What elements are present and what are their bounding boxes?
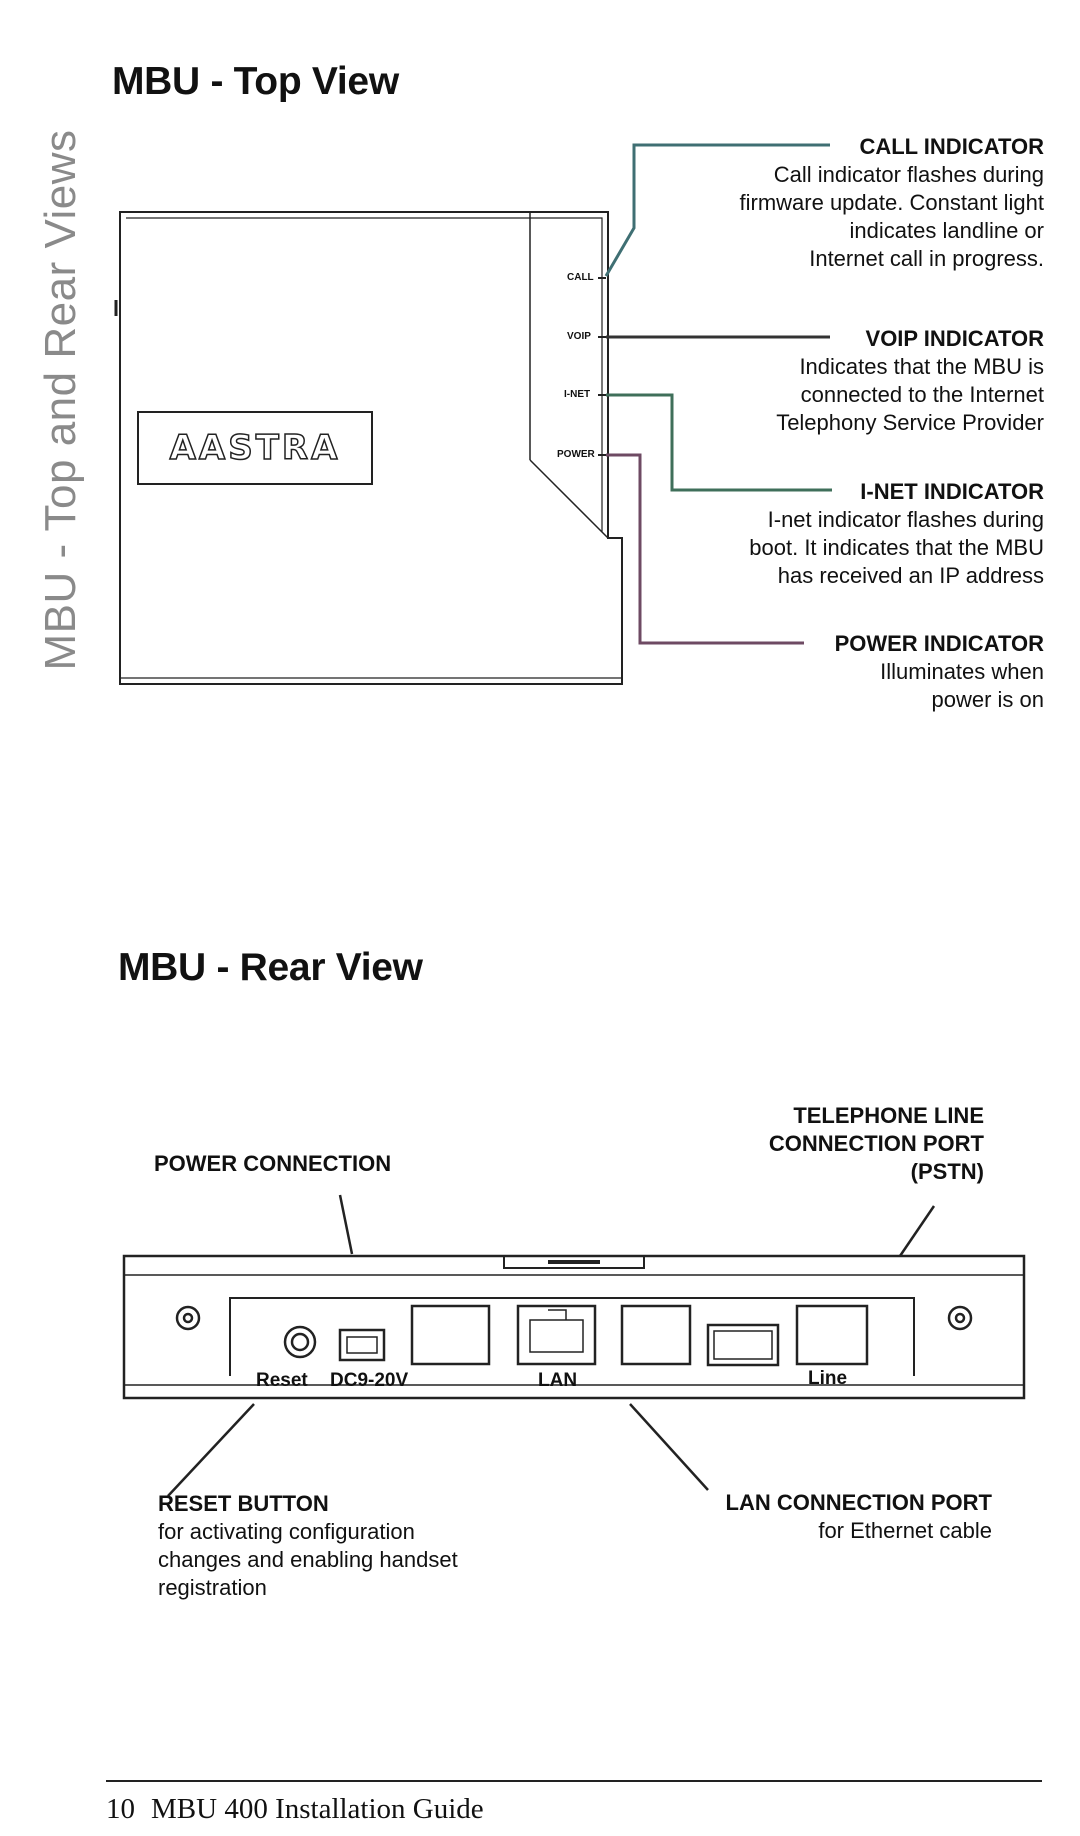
rear-view-device xyxy=(122,1254,1026,1400)
led-label-voip: VOIP xyxy=(567,331,591,342)
call-leader-line xyxy=(604,143,830,277)
lan-port-heading: LAN CONNECTION PORT xyxy=(725,1490,992,1515)
voip-indicator-line: Telephony Service Provider xyxy=(776,410,1044,435)
port-label-lan: LAN xyxy=(538,1370,578,1391)
led-label-inet: I-NET xyxy=(564,389,591,400)
call-indicator-line: Internet call in progress. xyxy=(809,246,1044,271)
reset-button-line: for activating configuration xyxy=(158,1519,415,1544)
telephone-line-callout: TELEPHONE LINE CONNECTION PORT (PSTN) xyxy=(624,1102,984,1186)
aastra-logo: AASTRA xyxy=(138,412,372,484)
page-footer: 10 MBU 400 Installation Guide xyxy=(106,1793,484,1826)
power-indicator-heading: POWER INDICATOR xyxy=(834,631,1044,656)
inet-leader-line xyxy=(606,393,832,492)
power-indicator-callout: POWER INDICATOR Illuminates when power i… xyxy=(604,630,1044,714)
power-indicator-line: power is on xyxy=(931,687,1044,712)
telephone-leader xyxy=(898,1205,936,1257)
lan-leader xyxy=(629,1403,709,1491)
inet-indicator-line: has received an IP address xyxy=(777,563,1044,588)
power-indicator-line: Illuminates when xyxy=(880,659,1044,684)
power-connection-leader xyxy=(338,1194,354,1255)
voip-indicator-line: connected to the Internet xyxy=(800,382,1044,407)
voip-indicator-callout: VOIP INDICATOR Indicates that the MBU is… xyxy=(604,325,1044,437)
reset-leader xyxy=(167,1403,255,1497)
telephone-line-heading: (PSTN) xyxy=(910,1159,984,1184)
power-leader-line xyxy=(606,453,804,645)
reset-button-line: changes and enabling handset xyxy=(158,1547,458,1572)
power-connection-heading: POWER CONNECTION xyxy=(154,1151,392,1176)
reset-button-line: registration xyxy=(158,1575,267,1600)
voip-indicator-heading: VOIP INDICATOR xyxy=(865,326,1044,351)
telephone-line-heading: CONNECTION PORT xyxy=(768,1131,984,1156)
inet-indicator-callout: I-NET INDICATOR I-net indicator flashes … xyxy=(604,478,1044,590)
lan-port-line: for Ethernet cable xyxy=(818,1518,992,1543)
top-view-device xyxy=(114,211,623,685)
led-markers xyxy=(598,277,606,456)
call-indicator-callout: CALL INDICATOR Call indicator flashes du… xyxy=(604,133,1045,273)
footer-rule xyxy=(106,1780,1042,1782)
port-label-reset: Reset xyxy=(256,1370,308,1391)
call-indicator-line: firmware update. Constant light xyxy=(739,190,1045,215)
aastra-logo-text: AASTRA xyxy=(169,427,341,469)
call-indicator-line: indicates landline or xyxy=(849,218,1044,243)
reset-button-callout: RESET BUTTON for activating configuratio… xyxy=(158,1490,518,1602)
top-view-title: MBU - Top View xyxy=(112,60,399,103)
inet-indicator-line: I-net indicator flashes during xyxy=(767,507,1044,532)
guide-title: MBU 400 Installation Guide xyxy=(151,1793,484,1825)
telephone-line-heading: TELEPHONE LINE xyxy=(793,1103,984,1128)
voip-indicator-line: Indicates that the MBU is xyxy=(799,354,1044,379)
rear-view-title: MBU - Rear View xyxy=(118,946,423,989)
led-label-call: CALL xyxy=(567,272,594,283)
call-indicator-line: Call indicator flashes during xyxy=(773,162,1044,187)
lan-port-callout: LAN CONNECTION PORT for Ethernet cable xyxy=(632,1489,992,1545)
port-label-line: Line xyxy=(808,1368,848,1389)
reset-button-heading: RESET BUTTON xyxy=(158,1491,329,1516)
power-connection-callout: POWER CONNECTION xyxy=(154,1150,391,1178)
led-label-power: POWER xyxy=(557,449,595,460)
inet-indicator-heading: I-NET INDICATOR xyxy=(860,479,1044,504)
inet-indicator-line: boot. It indicates that the MBU xyxy=(749,535,1044,560)
port-label-dc: DC9-20V xyxy=(330,1370,409,1391)
call-indicator-heading: CALL INDICATOR xyxy=(859,134,1044,159)
page-number: 10 xyxy=(106,1793,135,1825)
